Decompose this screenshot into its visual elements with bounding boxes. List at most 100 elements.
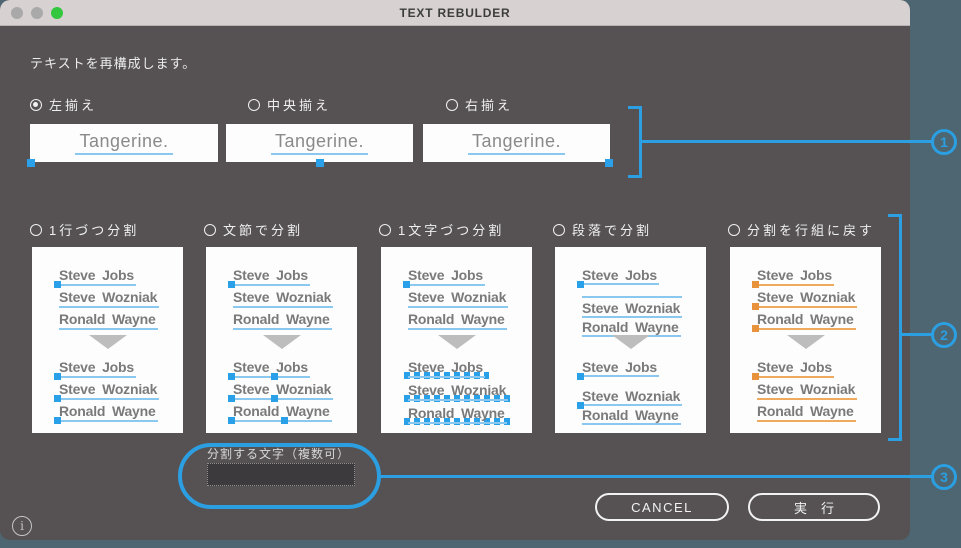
radio-circle[interactable] xyxy=(379,223,391,236)
bracket-2-line xyxy=(899,214,902,441)
word: Jobs xyxy=(276,267,308,283)
word: Steve xyxy=(752,359,794,380)
blank-paragraph-line xyxy=(582,286,682,298)
window-title: TEXT REBULDER xyxy=(399,5,511,20)
anchor-marker xyxy=(228,417,235,424)
close-button[interactable] xyxy=(11,7,23,19)
radio-split-4[interactable]: 分割を行組に戻す xyxy=(728,220,875,239)
panel-line: Steve Jobs xyxy=(403,267,485,288)
word: Jobs xyxy=(451,359,483,375)
word: Steve xyxy=(408,359,445,375)
paragraph-gap xyxy=(582,378,682,388)
titlebar[interactable]: TEXT REBULDER xyxy=(0,0,910,26)
word: Steve xyxy=(408,382,445,398)
anchor-marker-right xyxy=(605,159,613,167)
panel-line: Steve Wozniak xyxy=(404,382,513,402)
bracket-2-bottom-tick xyxy=(888,438,902,441)
panel-line: Steve Wozniak xyxy=(408,289,509,308)
word: Ronald xyxy=(59,311,106,327)
down-arrow-icon xyxy=(88,335,127,349)
radio-split-3[interactable]: 段落で分割 xyxy=(553,220,652,239)
word: Steve xyxy=(228,381,270,402)
radio-align-2[interactable]: 右揃え xyxy=(446,95,513,114)
panel-line-text: Steve Wozniak xyxy=(757,382,858,400)
word: Wayne xyxy=(809,311,854,327)
radio-circle[interactable] xyxy=(728,223,740,236)
word: Steve xyxy=(577,359,619,380)
panel-line: Steve Wozniak xyxy=(54,381,160,402)
word: Ronald xyxy=(408,405,455,421)
radio-split-2[interactable]: 1文字づつ分割 xyxy=(379,220,504,239)
panel-line-text: Steve Jobs xyxy=(228,359,310,380)
anchor-marker-center xyxy=(315,159,324,167)
word: Wozniak xyxy=(625,388,681,404)
anchor-marker xyxy=(577,281,584,288)
panel-line: Steve Jobs xyxy=(54,267,136,288)
radio-split-1[interactable]: 文節で分割 xyxy=(204,220,303,239)
text-rebuilder-window: TEXT REBULDER テキストを再構成します。 左揃え中央揃え右揃え Ta… xyxy=(0,0,910,540)
radio-label: 段落で分割 xyxy=(572,223,653,238)
word: Wozniak xyxy=(625,300,681,316)
panel-line: Steve Jobs xyxy=(404,359,489,379)
callout-2-badge: 2 xyxy=(931,322,957,348)
panel-line-text: Steve Jobs xyxy=(54,360,136,380)
panel-line: Steve Jobs xyxy=(577,267,659,288)
anchor-marker xyxy=(403,281,410,288)
sample-word: Tangerine. xyxy=(270,131,369,155)
panel-line-text: Steve Wozniak xyxy=(582,300,683,318)
word: Steve xyxy=(582,300,619,316)
radio-align-0[interactable]: 左揃え xyxy=(30,95,97,114)
anchor-marker xyxy=(271,373,279,380)
radio-circle[interactable] xyxy=(248,98,260,111)
run-button[interactable]: 実行 xyxy=(748,493,880,521)
panel-line-text: Steve Jobs xyxy=(54,268,136,288)
minimize-button[interactable] xyxy=(31,7,43,19)
radio-label: 中央揃え xyxy=(267,98,332,113)
radio-circle[interactable] xyxy=(30,98,42,111)
word: Steve xyxy=(408,289,445,305)
callout-3-badge: 3 xyxy=(931,464,957,490)
anchor-marker xyxy=(228,373,235,380)
anchor-marker xyxy=(54,373,61,380)
word: Jobs xyxy=(271,359,308,380)
word: Wayne xyxy=(460,405,505,421)
panel-line-text: Steve Jobs xyxy=(577,268,659,288)
panel-line-text: Steve Wozniak xyxy=(228,381,334,402)
down-arrow-icon xyxy=(786,335,825,349)
callout-1-badge: 1 xyxy=(931,129,957,155)
sample-box-center: Tangerine. xyxy=(226,124,413,167)
radio-split-0[interactable]: 1行づつ分割 xyxy=(30,220,139,239)
radio-circle[interactable] xyxy=(553,223,565,236)
word: Jobs xyxy=(800,267,832,283)
traffic-lights xyxy=(11,7,63,19)
panel-line-text: Ronald Wayne xyxy=(228,404,332,424)
panel-line-text: Ronald Wayne xyxy=(408,406,507,424)
word: Wayne xyxy=(634,319,679,335)
anchor-marker xyxy=(228,281,235,288)
word: Steve xyxy=(233,289,270,305)
panel-line: Steve Jobs xyxy=(54,359,136,380)
word: Wozniak xyxy=(102,289,158,305)
zoom-button[interactable] xyxy=(51,7,63,19)
radio-circle[interactable] xyxy=(446,98,458,111)
panel-line-text: Steve Wozniak xyxy=(59,289,160,308)
word: Wozniak xyxy=(102,381,158,397)
radio-align-1[interactable]: 中央揃え xyxy=(248,95,331,114)
word: Wayne xyxy=(111,311,156,327)
cancel-button[interactable]: CANCEL xyxy=(595,493,729,521)
anchor-marker xyxy=(752,303,759,310)
word: Wayne xyxy=(460,311,505,327)
word: Ronald xyxy=(752,311,803,332)
word: Wozniak xyxy=(271,381,331,402)
radio-circle[interactable] xyxy=(30,223,42,236)
radio-circle[interactable] xyxy=(204,223,216,236)
panel-line-text: Steve Jobs xyxy=(408,360,485,378)
panel-line-text: Steve Jobs xyxy=(577,359,659,380)
info-icon[interactable]: i xyxy=(12,516,32,536)
radio-label: 左揃え xyxy=(49,98,98,113)
